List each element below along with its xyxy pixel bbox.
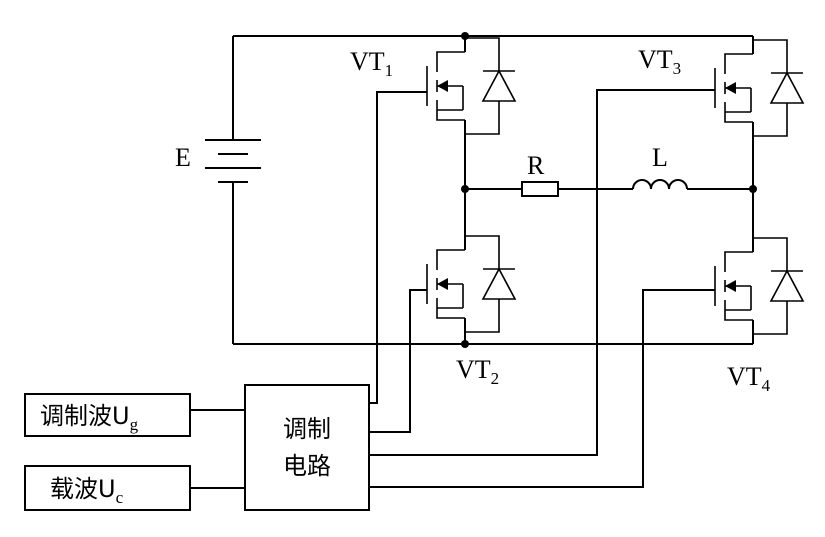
battery-e: [205, 36, 261, 344]
switch-vt2: [426, 235, 516, 333]
modulating-wave-box: [24, 393, 191, 437]
resistor-r: [521, 181, 559, 197]
modulating-wave-label: 调制波Ug: [40, 402, 139, 434]
gate-wire-vt1: [369, 91, 427, 404]
vt1-label: VT1: [350, 47, 393, 80]
gate-wire-vt4: [369, 289, 715, 488]
vt4-label: VT4: [727, 362, 771, 395]
junction-dot: [461, 340, 469, 348]
modulation-circuit-line1: 调制: [283, 415, 331, 443]
switch-vt3: [714, 39, 804, 137]
carrier-wave-label: 载波Uc: [50, 475, 124, 507]
gate-wire-vt2: [369, 289, 427, 433]
inductor-l: [632, 179, 688, 190]
carrier-wave-box: [24, 465, 191, 511]
vt2-label: VT2: [456, 355, 499, 388]
modulation-circuit-box: [244, 384, 370, 511]
modulation-circuit-line2: 电路: [283, 452, 331, 480]
switch-vt1: [426, 37, 516, 135]
vt3-label: VT3: [638, 45, 681, 78]
junction-dot: [461, 32, 469, 40]
battery-label: E: [175, 143, 191, 172]
junction-dot: [749, 185, 757, 193]
gate-wire-vt3: [369, 89, 715, 456]
resistor-label: R: [527, 151, 545, 180]
junction-dot: [461, 185, 469, 193]
inductor-label: L: [652, 143, 668, 172]
switch-vt4: [714, 237, 804, 335]
